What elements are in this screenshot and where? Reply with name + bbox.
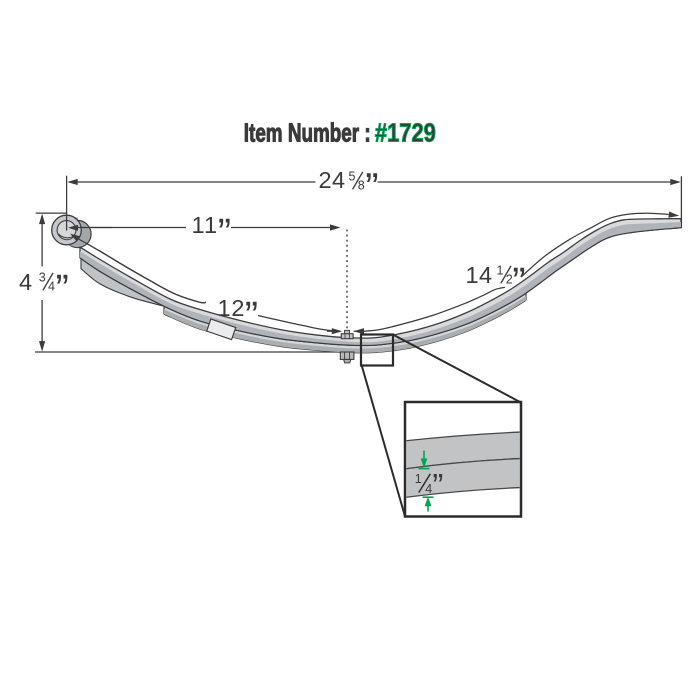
svg-text:”: ” bbox=[512, 260, 525, 304]
svg-text:3: 3 bbox=[39, 271, 46, 285]
svg-text:24: 24 bbox=[319, 167, 346, 193]
svg-text:2: 2 bbox=[506, 273, 513, 287]
svg-text:#1729: #1729 bbox=[375, 119, 436, 148]
svg-text:4: 4 bbox=[48, 280, 55, 294]
svg-text:”: ” bbox=[218, 211, 231, 255]
svg-text:1: 1 bbox=[497, 264, 504, 278]
svg-text:14: 14 bbox=[466, 262, 493, 288]
svg-text:4: 4 bbox=[425, 482, 432, 496]
svg-text:8: 8 bbox=[358, 179, 365, 193]
svg-text:Item Number :: Item Number : bbox=[244, 119, 371, 147]
svg-text:”: ” bbox=[365, 166, 378, 210]
svg-text:”: ” bbox=[56, 267, 69, 311]
svg-text:4: 4 bbox=[19, 269, 32, 295]
svg-text:”: ” bbox=[245, 294, 258, 338]
svg-text:1: 1 bbox=[415, 472, 422, 486]
svg-text:11: 11 bbox=[192, 212, 219, 238]
svg-text:”: ” bbox=[432, 467, 443, 504]
svg-text:5: 5 bbox=[349, 170, 356, 184]
svg-text:12: 12 bbox=[218, 295, 246, 321]
